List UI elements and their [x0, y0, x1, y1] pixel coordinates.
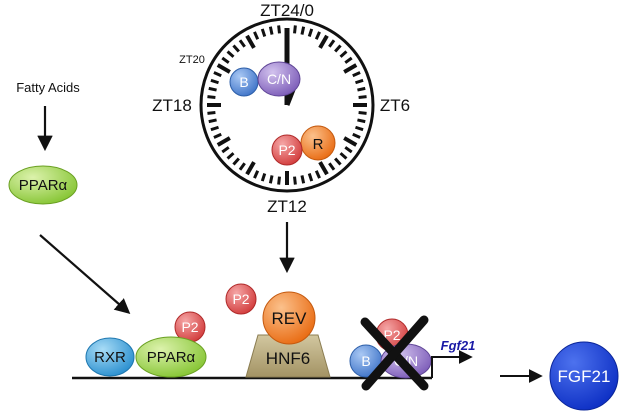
rxr-molecule: RXR	[85, 337, 135, 377]
clock-major-tick	[318, 161, 329, 176]
clock-minor-tick	[253, 31, 260, 40]
clock-minor-tick	[334, 44, 342, 53]
clock-minor-tick	[221, 56, 230, 64]
zt6-label: ZT6	[380, 96, 410, 115]
clock-minor-tick	[357, 86, 366, 92]
clock-minor-tick	[314, 170, 321, 179]
clock-major-tick	[216, 63, 231, 74]
blocked-bmal-label: B	[361, 353, 370, 369]
clock-minor-tick	[208, 86, 217, 92]
ppara-p2-molecule: P2	[174, 311, 206, 343]
fgf21-gene-label: Fgf21	[441, 338, 476, 353]
clock-cn-label: C/N	[267, 71, 291, 87]
clock-minor-tick	[221, 146, 230, 154]
clock-minor-tick	[293, 25, 297, 34]
clock-major-tick	[318, 34, 329, 49]
clock-minor-tick	[300, 26, 306, 35]
clock-minor-tick	[260, 28, 267, 37]
clock-minor-tick	[208, 118, 217, 124]
zt24-label: ZT24/0	[260, 1, 314, 20]
hnf6-label: HNF6	[266, 349, 310, 368]
clock-minor-tick	[293, 176, 297, 185]
clock-minor-tick	[357, 118, 366, 124]
clock-minor-tick	[210, 125, 219, 132]
clock-minor-tick	[232, 44, 240, 53]
rxr-label: RXR	[94, 349, 126, 366]
clock-minor-tick	[207, 111, 216, 115]
clock-minor-tick	[226, 152, 235, 160]
clock-minor-tick	[238, 162, 246, 171]
ppara-molecule: PPARα	[135, 336, 207, 378]
clock-minor-tick	[352, 132, 361, 139]
blocked-bmal-molecule: B	[349, 344, 383, 378]
clock-minor-tick	[344, 146, 353, 154]
clock-minor-tick	[334, 157, 342, 166]
clock-minor-tick	[344, 56, 353, 64]
ppara-p2-label: P2	[181, 319, 198, 335]
fgf21-protein-label: FGF21	[558, 367, 611, 386]
ppara-label: PPARα	[147, 349, 196, 366]
clock-minor-tick	[207, 95, 216, 99]
zt12-label: ZT12	[267, 197, 307, 216]
clock-cn-molecule: C/N	[257, 61, 301, 97]
blocked-p2-label: P2	[383, 327, 400, 343]
clock-minor-tick	[277, 25, 281, 34]
clock-major-tick	[343, 136, 358, 147]
clock-minor-tick	[277, 176, 281, 185]
clock-minor-tick	[238, 39, 246, 48]
clock-minor-tick	[352, 71, 361, 78]
clock-rev-label: R	[313, 136, 324, 153]
clock-minor-tick	[307, 28, 314, 37]
clock-minor-tick	[213, 71, 222, 78]
fatty-acids-label: Fatty Acids	[16, 80, 80, 95]
clock-minor-tick	[210, 78, 219, 85]
clock-minor-tick	[213, 132, 222, 139]
clock-minor-tick	[260, 173, 267, 182]
clock-minor-tick	[268, 175, 274, 184]
clock-major-tick	[343, 63, 358, 74]
clock-minor-tick	[253, 170, 260, 179]
clock-minor-tick	[300, 175, 306, 184]
clock-minor-tick	[307, 173, 314, 182]
rev-p2-label: P2	[232, 291, 249, 307]
clock-minor-tick	[339, 152, 348, 160]
clock-p2-molecule: P2	[271, 134, 303, 166]
clock-minor-tick	[339, 50, 348, 58]
clock-minor-tick	[328, 39, 336, 48]
clock-minor-tick	[355, 78, 364, 85]
clock-minor-tick	[232, 157, 240, 166]
clock-minor-tick	[314, 31, 321, 40]
rev-p2-molecule: P2	[225, 283, 257, 315]
clock-minor-tick	[358, 95, 367, 99]
clock-major-tick	[245, 161, 256, 176]
clock-major-tick	[245, 34, 256, 49]
clock-minor-tick	[226, 50, 235, 58]
clock-minor-tick	[328, 162, 336, 171]
clock-minor-tick	[358, 111, 367, 115]
clock-major-tick	[216, 136, 231, 147]
clock-rev-molecule: R	[300, 125, 336, 161]
zt18-label: ZT18	[152, 96, 192, 115]
zt20-label: ZT20	[179, 54, 205, 66]
rev-molecule: REV	[262, 291, 316, 345]
clock-minor-tick	[355, 125, 364, 132]
ppara-input-label: PPARα	[19, 177, 68, 194]
clock-bmal-molecule: B	[229, 67, 259, 97]
clock-ticks	[207, 25, 367, 185]
ppara-to-promoter-arrow	[39, 234, 131, 315]
ppara-input-molecule: PPARα	[8, 165, 78, 205]
fgf21-protein: FGF21	[549, 341, 619, 411]
block-x-icon	[360, 315, 429, 391]
rev-label: REV	[272, 309, 308, 328]
clock-bmal-label: B	[239, 74, 248, 90]
transcription-start-arrow	[431, 350, 473, 378]
clock-minor-tick	[268, 26, 274, 35]
clock-p2-label: P2	[278, 142, 295, 158]
